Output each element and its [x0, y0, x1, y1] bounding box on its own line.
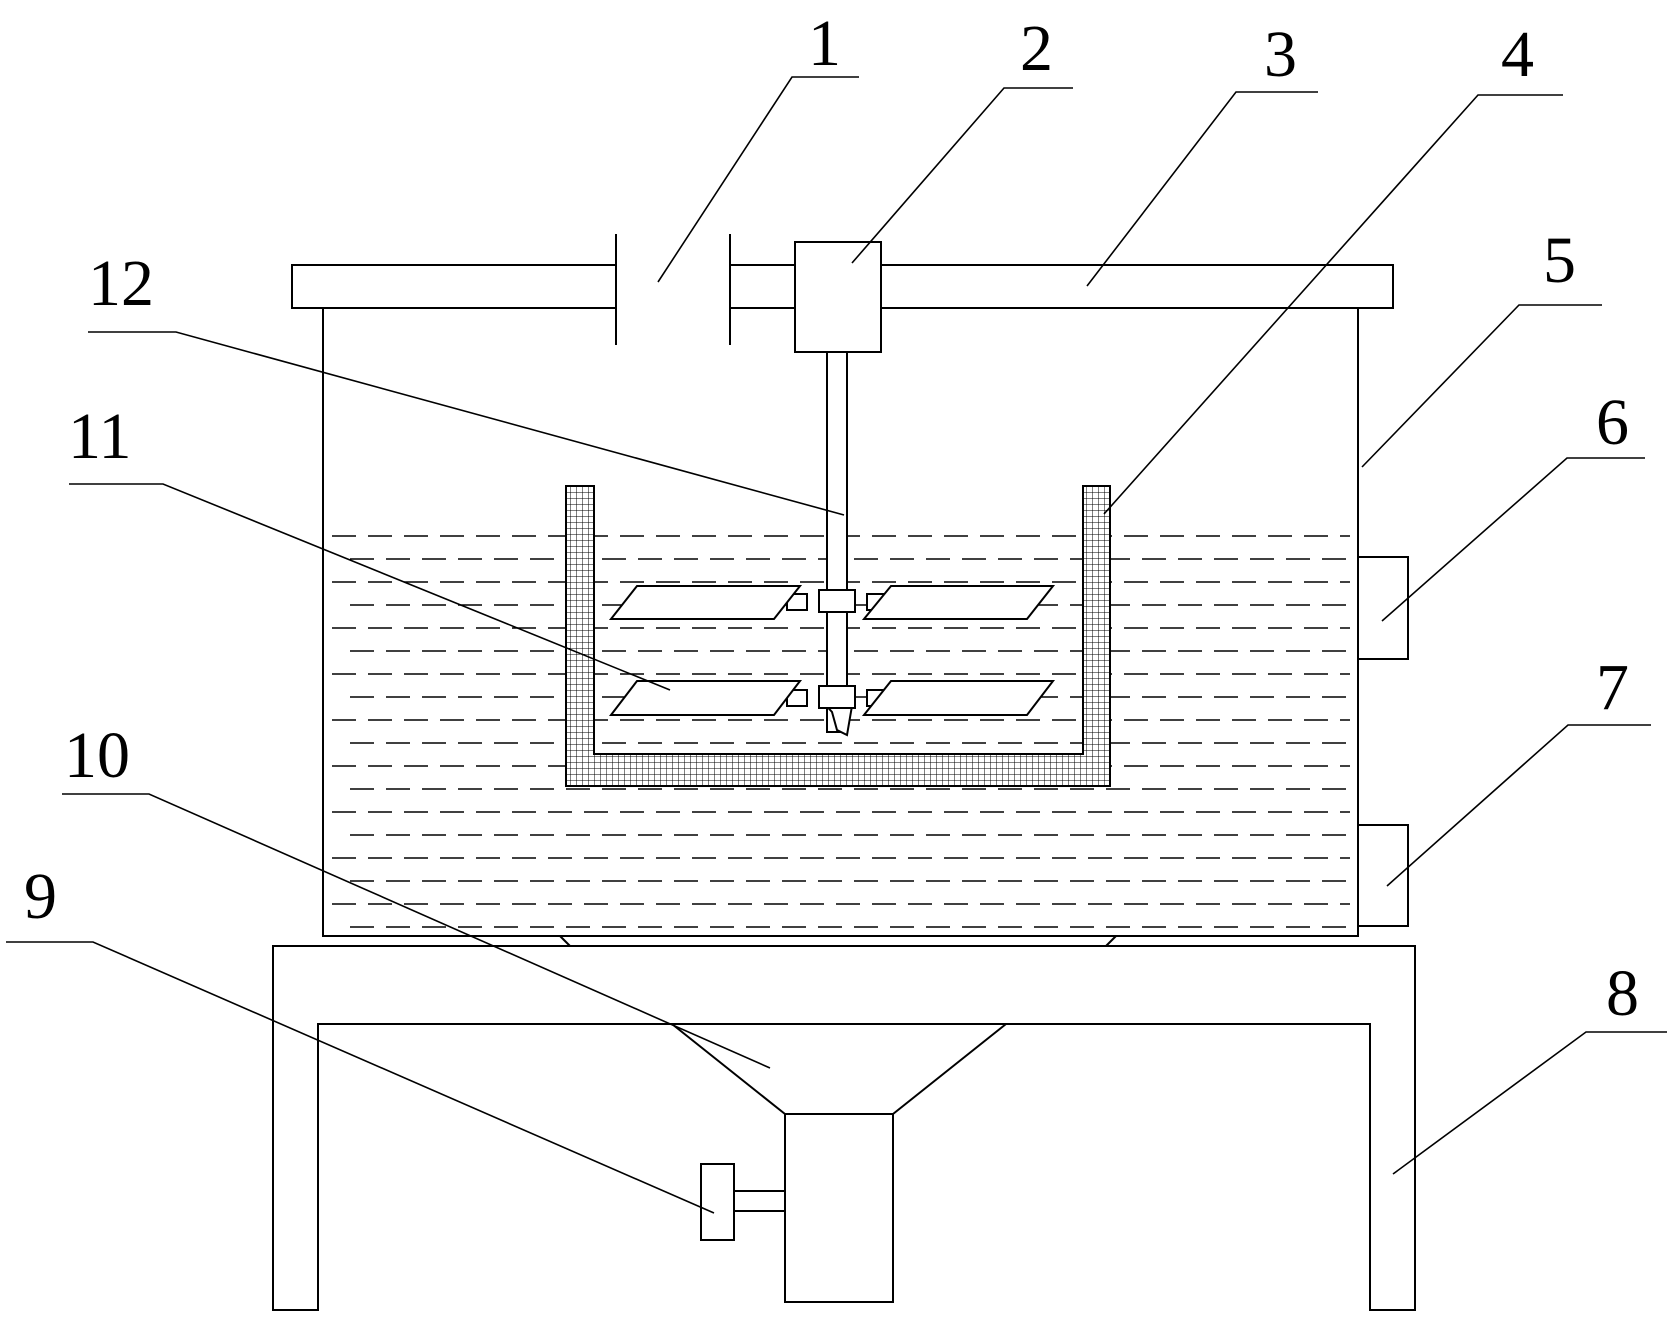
leader-8: [1392, 1031, 1667, 1175]
label-2: 2: [1020, 12, 1053, 85]
label-10: 10: [64, 719, 130, 792]
support-frame: [272, 945, 1416, 1311]
label-5: 5: [1543, 224, 1576, 297]
leader-10: [62, 793, 771, 1069]
blade-upper-right: [861, 585, 1056, 620]
blade-lower-left: [608, 680, 803, 716]
leader-7: [1386, 724, 1651, 887]
collection-box: [784, 1113, 894, 1303]
leader-12: [88, 331, 845, 516]
blade-hub-lower: [818, 685, 856, 709]
leader-9: [6, 941, 715, 1214]
blade-lower-right: [861, 680, 1056, 716]
leader-3: [1086, 91, 1318, 287]
blade-hub-upper: [818, 589, 856, 613]
label-12: 12: [88, 247, 154, 320]
motor: [794, 241, 882, 353]
valve-stem: [733, 1190, 786, 1212]
leader-11: [69, 483, 671, 691]
beam-opening: [616, 262, 730, 310]
label-4: 4: [1501, 18, 1534, 91]
leader-lines: [6, 76, 1667, 1214]
tank-outlet-right: [1105, 935, 1117, 947]
label-3: 3: [1264, 18, 1297, 91]
collection-hopper: [671, 1023, 1007, 1115]
label-8: 8: [1606, 957, 1639, 1030]
label-7: 7: [1596, 651, 1629, 724]
label-9: 9: [24, 860, 57, 933]
label-1: 1: [808, 7, 841, 80]
stirring-shaft: [826, 351, 848, 733]
leader-2: [851, 87, 1073, 264]
lower-side-port: [1357, 824, 1409, 927]
label-11: 11: [68, 400, 132, 473]
leader-6: [1381, 457, 1645, 622]
leader-1: [657, 76, 859, 283]
leader-4: [1103, 94, 1563, 515]
blade-upper-left: [608, 585, 803, 620]
mesh-basket: [565, 485, 1111, 787]
leader-5: [1361, 304, 1602, 468]
valve-handle: [700, 1163, 735, 1241]
tank-outlet-left: [559, 935, 571, 947]
upper-side-port: [1357, 556, 1409, 660]
reference-numerals: 1 2 3 4 5 6 7 8 9 10 11 12: [24, 7, 1639, 1030]
label-6: 6: [1596, 386, 1629, 459]
